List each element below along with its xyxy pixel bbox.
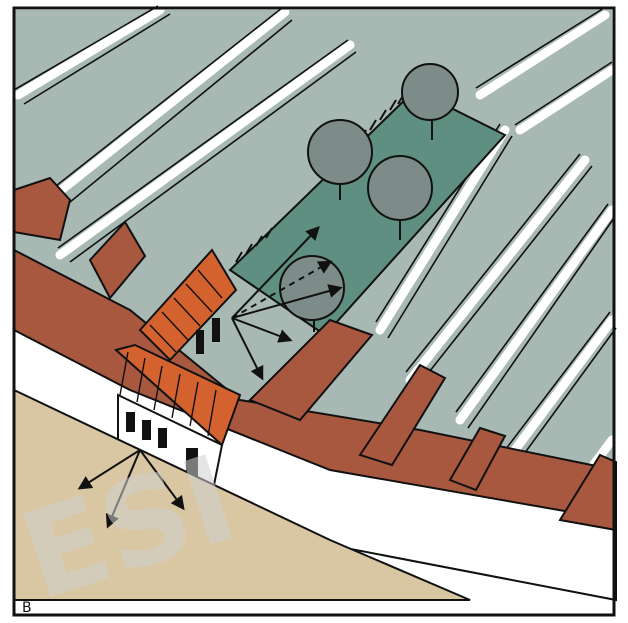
artist-signature: B — [22, 600, 32, 616]
